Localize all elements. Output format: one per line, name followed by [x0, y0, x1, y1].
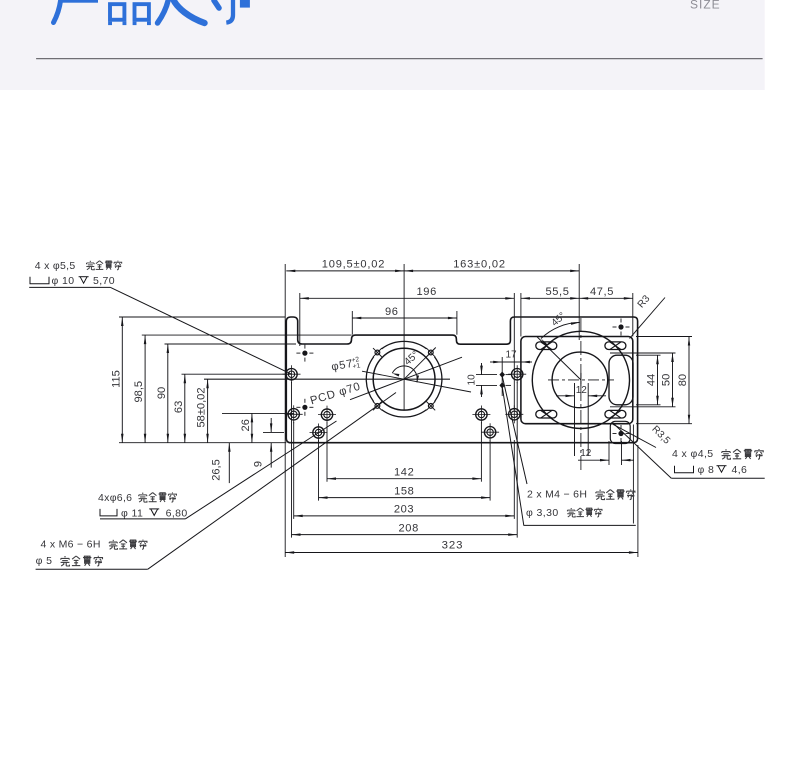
svg-text:φ 3,30: φ 3,30 [526, 507, 559, 519]
svg-text:φ 11: φ 11 [121, 507, 143, 519]
svg-text:98,5: 98,5 [133, 381, 145, 403]
svg-text:4 x φ4,5: 4 x φ4,5 [672, 448, 714, 460]
svg-text:12: 12 [576, 385, 588, 396]
svg-text:58±0,02: 58±0,02 [196, 387, 208, 427]
svg-text:φ57: φ57 [330, 358, 354, 374]
svg-text:2 x M4 − 6H: 2 x M4 − 6H [527, 489, 587, 501]
svg-text:203: 203 [394, 504, 414, 516]
svg-text:63: 63 [173, 401, 185, 413]
svg-text:142: 142 [394, 467, 414, 479]
svg-text:6,80: 6,80 [166, 507, 188, 519]
svg-text:163±0,02: 163±0,02 [453, 259, 506, 271]
svg-text:φ 5: φ 5 [36, 555, 53, 567]
svg-text:17: 17 [505, 350, 517, 361]
svg-text:196: 196 [417, 286, 437, 298]
svg-text:SIZE: SIZE [690, 0, 721, 12]
svg-text:115: 115 [110, 370, 122, 388]
svg-text:90: 90 [156, 387, 168, 399]
svg-text:26: 26 [240, 419, 252, 431]
svg-text:4 x M6 − 6H: 4 x M6 − 6H [41, 539, 101, 551]
svg-text:109,5±0,02: 109,5±0,02 [322, 259, 385, 271]
svg-text:4,6: 4,6 [732, 464, 748, 476]
svg-text:+1: +1 [352, 362, 361, 370]
svg-text:96: 96 [385, 306, 399, 318]
svg-text:44: 44 [646, 374, 658, 386]
svg-text:10: 10 [467, 374, 478, 386]
svg-text:208: 208 [399, 522, 419, 534]
svg-text:323: 323 [442, 540, 464, 552]
svg-text:55,5: 55,5 [546, 286, 570, 298]
svg-text:+2: +2 [351, 356, 360, 364]
svg-text:5,70: 5,70 [93, 275, 115, 287]
svg-text:158: 158 [394, 485, 414, 497]
svg-text:50: 50 [661, 374, 673, 386]
svg-text:47,5: 47,5 [590, 286, 614, 298]
svg-text:9: 9 [253, 461, 265, 467]
svg-text:26,5: 26,5 [211, 459, 223, 480]
svg-text:80: 80 [677, 374, 689, 386]
svg-text:4xφ6,6: 4xφ6,6 [98, 492, 132, 504]
svg-text:φ 8: φ 8 [698, 464, 715, 476]
svg-text:4 x φ5,5: 4 x φ5,5 [35, 260, 76, 272]
svg-text:12: 12 [580, 448, 592, 459]
svg-text:φ 10: φ 10 [52, 275, 75, 287]
